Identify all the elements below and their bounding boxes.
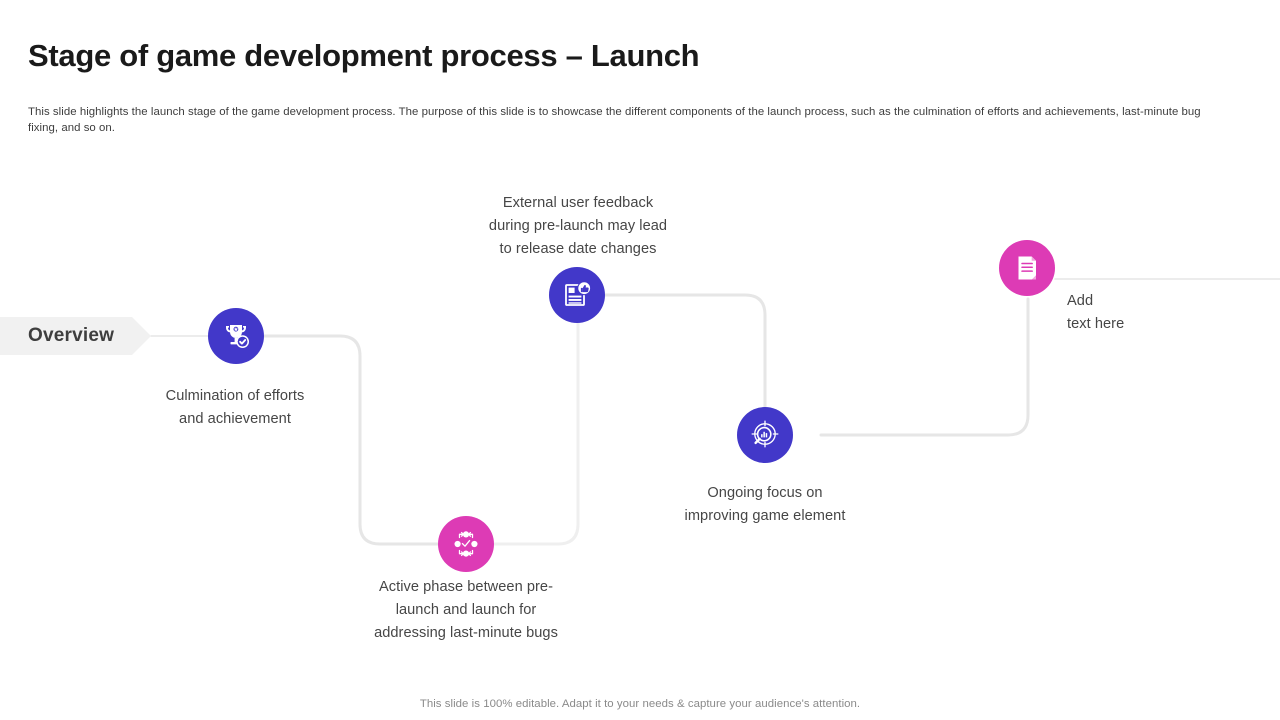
caption-node-1: Culmination of efforts and achievement <box>165 388 305 427</box>
node-active-phase[interactable] <box>438 516 494 572</box>
node-culmination-of-efforts[interactable] <box>208 308 264 364</box>
caption-node-3: Active phase between pre- launch and lau… <box>374 579 558 641</box>
caption-node-2: External user feedback during pre-launch… <box>488 195 668 257</box>
network-cycle-icon <box>450 528 482 560</box>
page-title: Stage of game development process – Laun… <box>28 38 700 73</box>
node-external-user-feedback[interactable] <box>549 267 605 323</box>
target-analytics-icon <box>748 418 782 452</box>
caption-node-4: Ongoing focus on improving game element <box>684 485 846 524</box>
slide-description: This slide highlights the launch stage o… <box>28 106 1201 134</box>
overview-ribbon-label: Overview <box>28 325 115 346</box>
slide-footer-note: This slide is 100% editable. Adapt it to… <box>419 698 861 710</box>
caption-node-5: Add text here <box>1067 293 1125 332</box>
overview-ribbon[interactable]: Overview <box>0 317 151 355</box>
node-add-text-here[interactable] <box>999 240 1055 296</box>
document-thumbs-up-icon <box>561 279 593 311</box>
notes-document-icon <box>1012 253 1042 283</box>
node-ongoing-focus[interactable] <box>737 407 793 463</box>
trophy-check-icon <box>220 320 252 352</box>
